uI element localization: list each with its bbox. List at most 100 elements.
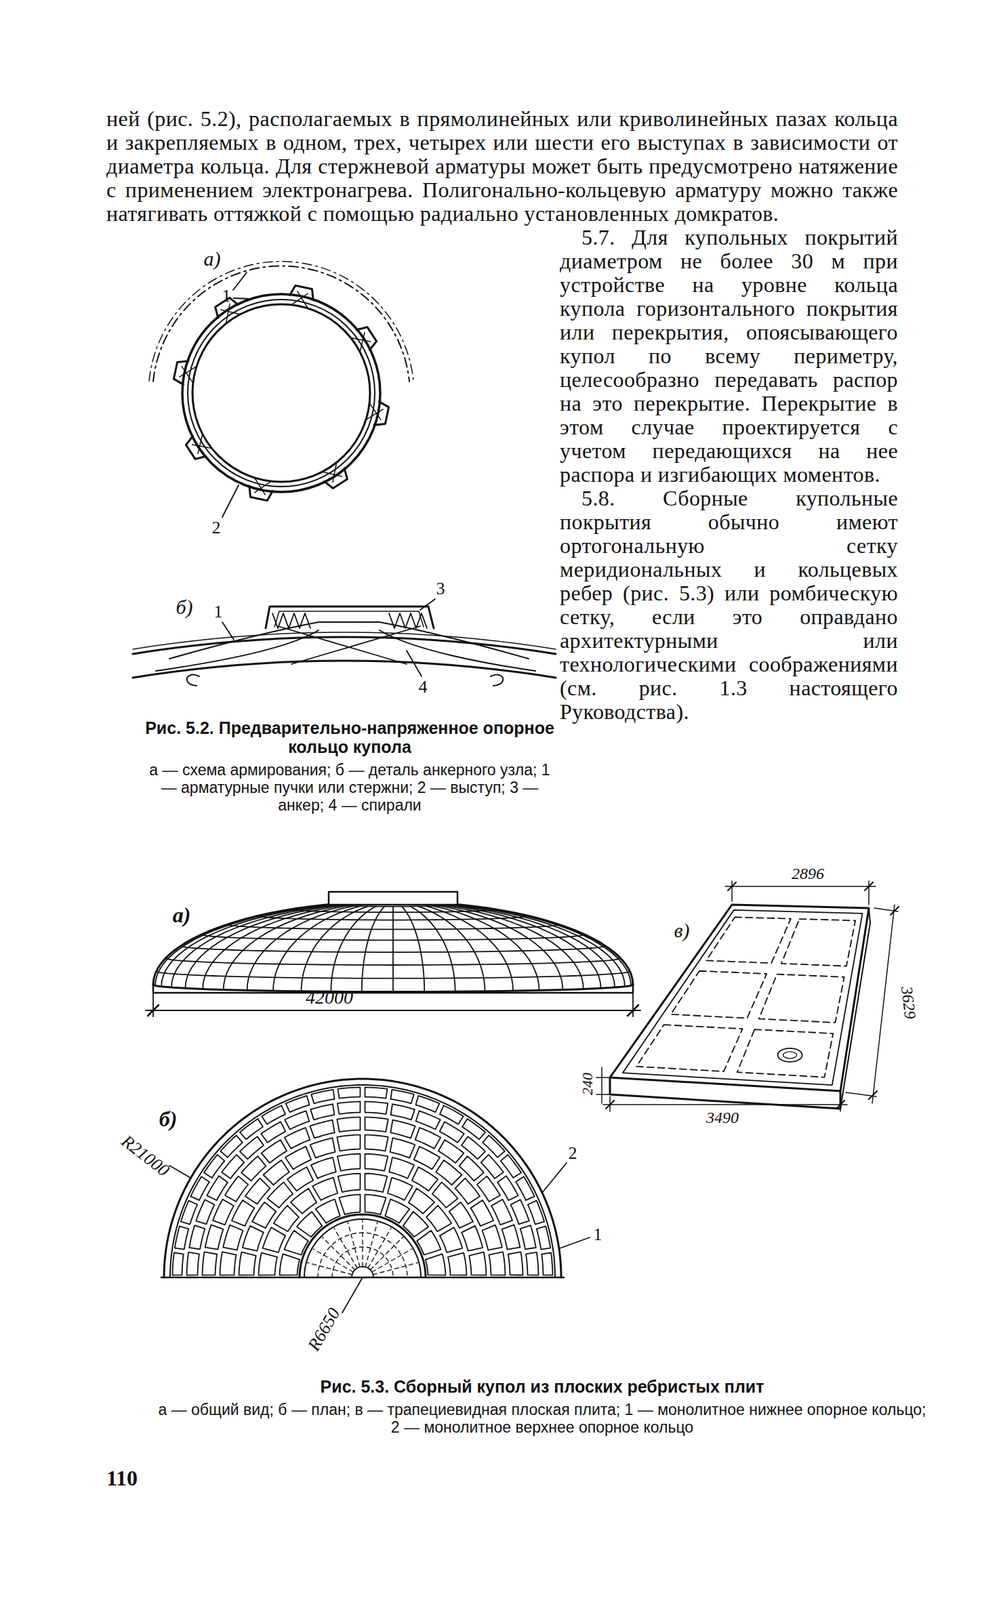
ribbed-plate (439, 1227, 463, 1253)
dimension: R21000 (117, 1131, 173, 1180)
ribbed-plate (435, 1160, 462, 1186)
ribbed-plate (286, 1095, 310, 1113)
plate-cell (706, 916, 791, 964)
dimension: 2896 (791, 865, 825, 883)
ribbed-plate (461, 1226, 483, 1252)
ribbed-plate (315, 1199, 341, 1224)
dome-meridian-rib (410, 906, 456, 993)
ribbed-plate (482, 1135, 505, 1158)
plate-cell (636, 1024, 743, 1072)
center-rib (372, 1262, 418, 1275)
center-ring (351, 1266, 374, 1278)
anchor-mark (360, 332, 365, 352)
ribbed-plate (438, 1139, 465, 1163)
ribbed-plate (290, 1188, 317, 1214)
center-rib (361, 1220, 363, 1267)
ribbed-plate (309, 1120, 335, 1139)
ribbed-plate (425, 1253, 446, 1275)
ribbed-plate (338, 1194, 360, 1216)
subfigure-letter: в) (673, 919, 690, 942)
center-ring (332, 1247, 394, 1278)
callout-number: 4 (418, 677, 428, 697)
wrap-spacer (106, 225, 560, 992)
ribbed-plate (491, 1199, 513, 1226)
ribbed-plate (408, 1188, 435, 1214)
dome-meridian-rib (456, 904, 625, 987)
ribbed-plate (384, 1199, 410, 1224)
ribbed-plate (432, 1181, 459, 1208)
plate-rib (622, 910, 863, 1086)
center-rib (365, 1222, 378, 1268)
ribbed-plate (481, 1154, 504, 1179)
dome-plan (161, 1078, 590, 1313)
ribbed-plate (174, 1226, 189, 1250)
ribbed-plate (273, 1205, 299, 1232)
ribbed-plate (189, 1225, 205, 1250)
ribbed-plate (267, 1181, 293, 1208)
ribbed-plate (364, 1117, 388, 1133)
ribbed-plate (511, 1199, 530, 1224)
ring-protrusion (356, 327, 377, 351)
ribbed-plate (416, 1110, 441, 1130)
plate-drawing (596, 881, 899, 1112)
ribbed-plate (337, 1154, 361, 1172)
dome-meridian-rib (401, 906, 425, 993)
center-rib (368, 1228, 392, 1269)
center-ring (317, 1232, 408, 1278)
ribbed-plate (415, 1095, 440, 1113)
ribbed-plate (190, 1176, 210, 1201)
ribbed-plate (390, 1089, 414, 1104)
center-rib (372, 1249, 413, 1273)
ribbed-plate (312, 1177, 338, 1201)
ribbed-plate (462, 1118, 486, 1140)
callout-number: 3 (436, 579, 446, 598)
ribbed-plate (416, 1230, 441, 1256)
anchor-detail (132, 599, 556, 686)
ribbed-plate (338, 1173, 361, 1193)
ribbed-plate (477, 1176, 501, 1203)
ribbed-plate (202, 1251, 218, 1275)
ribbed-plate (364, 1101, 388, 1115)
ribbed-plate (520, 1225, 537, 1250)
paragraph: 5.8. Сборные купольные покрытия обычно и… (106, 486, 898, 724)
dimension: 240 (578, 1073, 595, 1096)
ribbed-plate (459, 1156, 484, 1181)
ribbed-plate (287, 1167, 314, 1191)
inner-ring (299, 1214, 426, 1278)
figure-legend: а — общий вид; б — план; в — трапециевид… (152, 1401, 932, 1437)
ribbed-plate (536, 1226, 551, 1250)
ribbed-plate (261, 1139, 288, 1163)
subfigure-letter: а) (203, 248, 221, 270)
ribbed-plate (310, 1137, 336, 1158)
paragraph: 5.7. Для купольных покрытий диаметром не… (106, 225, 898, 487)
dimension: 3490 (706, 1109, 739, 1127)
ribbed-plate (180, 1200, 198, 1225)
ribbed-plate (284, 1230, 309, 1256)
anchor-mark (179, 366, 196, 377)
dimension: R6650 (304, 1305, 344, 1355)
body-text: ней (рис. 5.2), располагаемых в прямолин… (106, 107, 898, 992)
ribbed-plate (364, 1173, 387, 1193)
ribbed-plate (515, 1176, 535, 1201)
ribbed-plate (527, 1200, 545, 1225)
ribbed-plate (222, 1225, 243, 1251)
ribbed-plate (415, 1127, 442, 1149)
ribbed-plate (454, 1178, 480, 1205)
ribbed-plate (461, 1136, 486, 1159)
figure-caption: Рис. 5.2. Предварительно-напряженное опо… (132, 718, 567, 757)
dome-meridian-rib (273, 906, 361, 991)
anchor-mark (323, 472, 342, 477)
anchor-mark (226, 303, 230, 323)
ribbed-plate (391, 1104, 415, 1120)
ribbed-plate (387, 1177, 413, 1201)
anchor-mark (220, 309, 240, 314)
ribbed-plate (311, 1157, 337, 1179)
callout-number: 2 (568, 1144, 578, 1163)
ribbed-plate (439, 1121, 465, 1143)
anchor-mark (366, 409, 383, 420)
dimension: 3629 (897, 986, 919, 1021)
plate-cell (737, 1029, 834, 1077)
ribbed-plate (426, 1205, 452, 1232)
dome-meridian-rib (445, 905, 584, 989)
plate-hole (783, 1051, 798, 1059)
